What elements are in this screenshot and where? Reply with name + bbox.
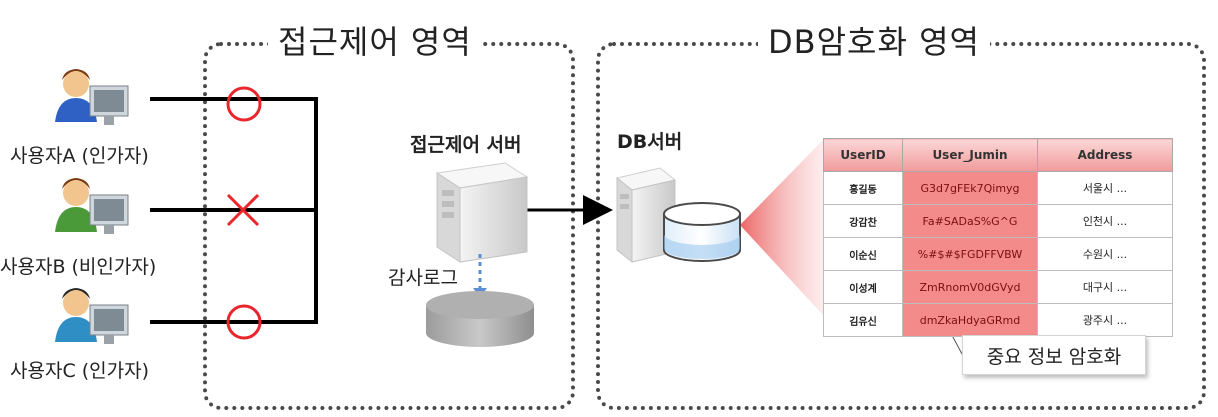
audit-log-disk-icon xyxy=(426,291,534,347)
access-server-icon xyxy=(435,162,529,263)
encryption-callout: 중요 정보 암호화 xyxy=(962,335,1146,375)
allowed-icon xyxy=(226,86,262,122)
table-cell-address: 인천시 ... xyxy=(1037,204,1173,238)
table-row: 김유신 dmZkaHdyaGRmd 광주시 ... xyxy=(823,303,1173,337)
table-cell-userid: 이순신 xyxy=(823,237,903,271)
table-row: 강감찬 Fa#SADaS%G^G 인천시 ... xyxy=(823,204,1173,238)
user-a-label: 사용자A (인가자) xyxy=(10,145,149,167)
database-icon xyxy=(663,202,741,262)
denied-icon xyxy=(226,193,260,227)
table-cell-address: 광주시 ... xyxy=(1037,303,1173,337)
encryption-beam xyxy=(740,140,823,315)
encrypted-data-table: UserID User_Jumin Address 홍길동 G3d7gFEk7Q… xyxy=(823,138,1173,337)
audit-log-label: 감사로그 xyxy=(388,267,458,289)
table-cell-userid: 김유신 xyxy=(823,303,903,337)
access-control-zone-title: 접근제어 영역 xyxy=(268,22,482,62)
user-c-label: 사용자C (인가자) xyxy=(10,360,150,382)
table-cell-encrypted: G3d7gFEk7Qimyg xyxy=(902,171,1038,205)
user-b-label: 사용자B (비인가자) xyxy=(0,256,157,278)
table-header: UserID xyxy=(823,138,903,172)
table-header: User_Jumin xyxy=(902,138,1038,172)
table-row: 이순신 %#$#$FGDFFVBW 수원시 ... xyxy=(823,237,1173,271)
table-row: 이성계 ZmRnomV0dGVyd 대구시 ... xyxy=(823,270,1173,304)
table-cell-userid: 홍길동 xyxy=(823,171,903,205)
table-header: Address xyxy=(1037,138,1173,172)
access-server-label: 접근제어 서버 xyxy=(410,134,522,156)
table-row: 홍길동 G3d7gFEk7Qimyg 서울시 ... xyxy=(823,171,1173,205)
table-cell-address: 대구시 ... xyxy=(1037,270,1173,304)
table-cell-address: 수원시 ... xyxy=(1037,237,1173,271)
table-cell-userid: 강감찬 xyxy=(823,204,903,238)
table-cell-address: 서울시 ... xyxy=(1037,171,1173,205)
table-cell-encrypted: %#$#$FGDFFVBW xyxy=(902,237,1038,271)
table-cell-encrypted: ZmRnomV0dGVyd xyxy=(902,270,1038,304)
table-cell-encrypted: dmZkaHdyaGRmd xyxy=(902,303,1038,337)
table-cell-userid: 이성계 xyxy=(823,270,903,304)
connection-lines xyxy=(150,97,318,324)
user-a-icon xyxy=(55,69,129,125)
user-b-icon xyxy=(55,178,129,234)
user-c-icon xyxy=(55,288,129,344)
db-server-label: DB서버 xyxy=(617,131,683,153)
db-encryption-zone-title: DB암호화 영역 xyxy=(758,22,990,62)
table-cell-encrypted: Fa#SADaS%G^G xyxy=(902,204,1038,238)
allowed-icon xyxy=(226,304,262,340)
